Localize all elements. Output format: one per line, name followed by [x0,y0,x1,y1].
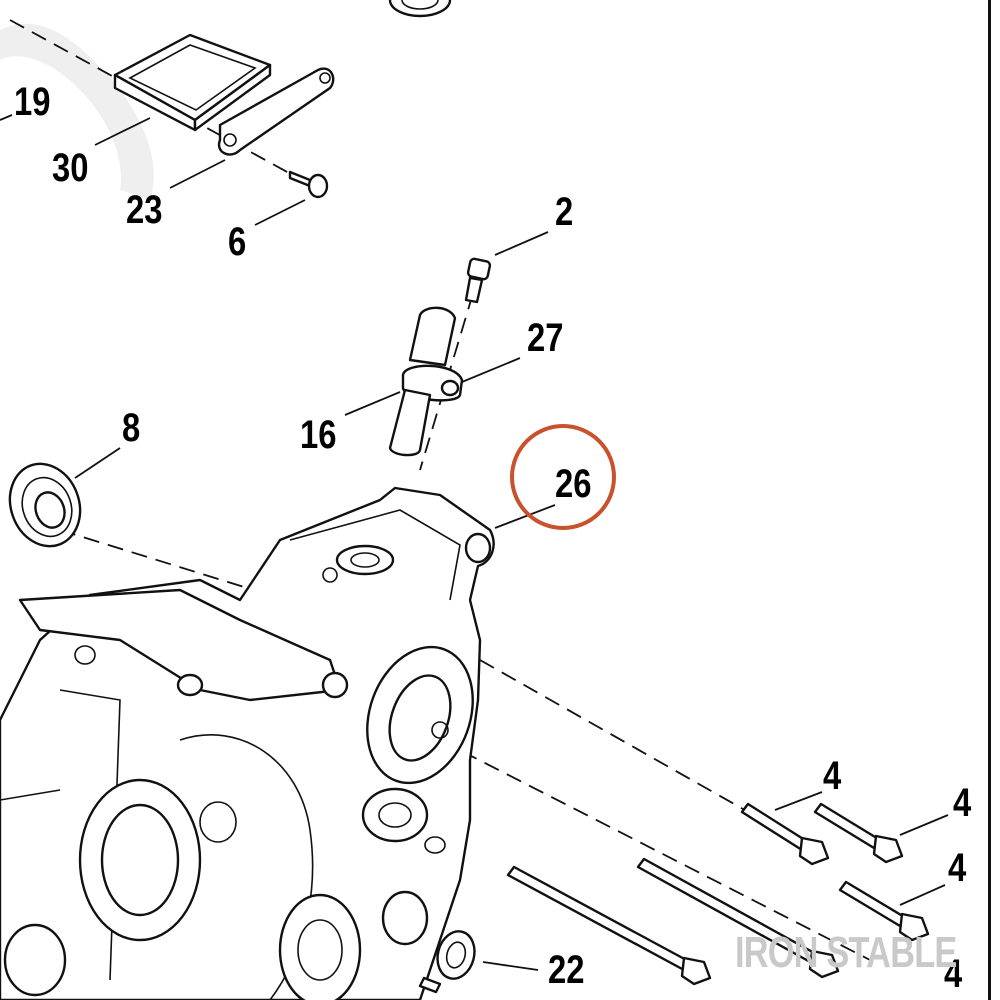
callout-6: 6 [228,220,247,264]
callout-26: 26 [555,462,592,506]
part-22-seal [418,930,476,994]
part-4-bolts [506,802,930,986]
callout-8: 8 [122,406,141,450]
background-watermark-shape [0,23,154,200]
callout-2: 2 [555,190,574,234]
callout-19: 19 [14,80,51,124]
page-right-border [988,0,1000,1000]
callout-27: 27 [527,316,564,360]
watermark-text: IRON STABLE [735,928,957,977]
part-16-sensor [388,306,464,457]
callout-leader-lines [0,114,949,971]
callout-4-a: 4 [823,754,842,798]
callout-4-c: 4 [948,846,967,890]
callout-30: 30 [52,146,89,190]
highlight-circle [510,424,616,530]
callout-4-b: 4 [953,781,972,825]
callout-16: 16 [300,413,337,457]
part-2-screw [464,257,492,304]
callout-22: 22 [548,948,585,992]
part-23-bracket [217,67,335,156]
part-8-bearing [8,462,82,548]
callout-4-d: 4 [944,952,963,996]
part-6-screw [288,170,329,199]
part-top-bearing-partial [388,0,452,18]
part-26-crankcase [0,486,495,1000]
part-30-plate [113,33,272,132]
callout-23: 23 [126,188,163,232]
